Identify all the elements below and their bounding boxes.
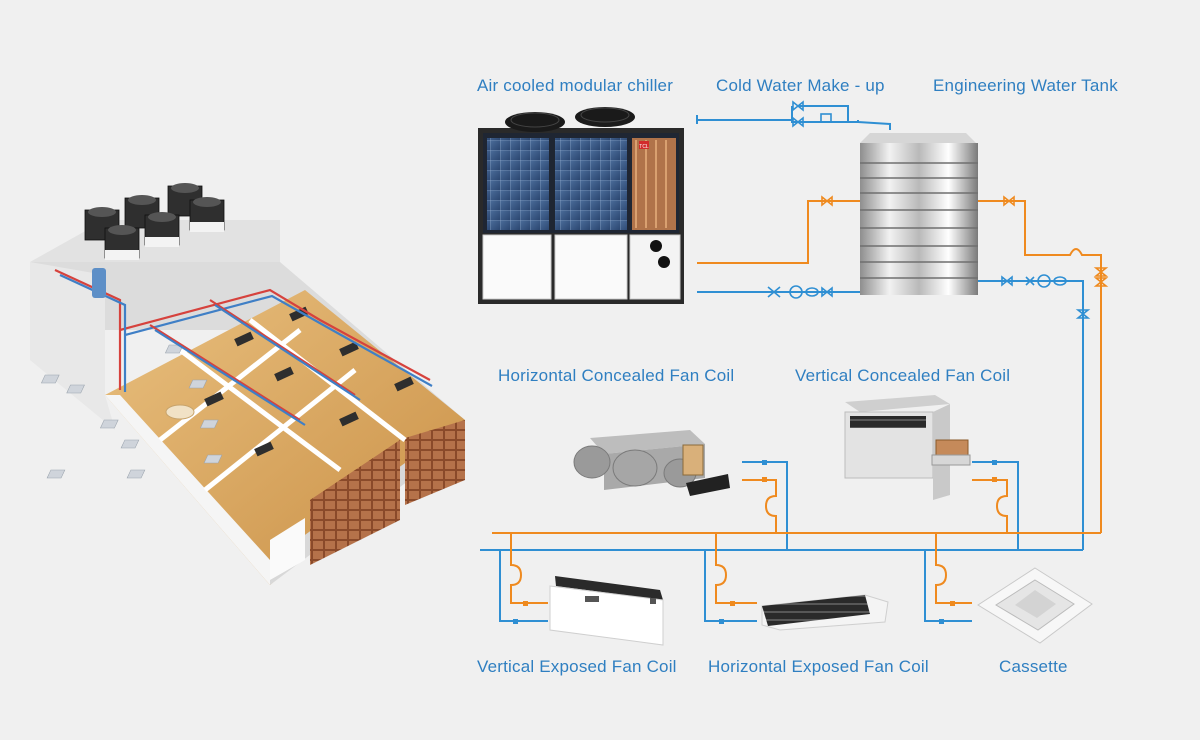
return-pipe-network [480, 105, 1084, 622]
engineering-water-tank [860, 133, 978, 295]
valve-icon [792, 100, 1109, 319]
label-vefc: Vertical Exposed Fan Coil [477, 657, 677, 676]
label-hcfc: Horizontal Concealed Fan Coil [498, 366, 735, 385]
orange-fitting-marks [523, 477, 997, 606]
pump-icon [767, 113, 1067, 299]
horizontal-concealed-fan-coil [573, 430, 730, 496]
horizontal-exposed-fan-coil [761, 594, 889, 631]
supply-pipe-network [492, 200, 1102, 604]
chiller-badge: TCL [639, 144, 649, 150]
fan-icon [510, 107, 630, 128]
vertical-concealed-fan-coil [844, 395, 971, 500]
building-illustration [30, 183, 465, 585]
air-cooled-modular-chiller: TCL [478, 107, 684, 304]
label-vcfc: Vertical Concealed Fan Coil [795, 366, 1011, 385]
label-cassette: Cassette [999, 657, 1068, 676]
label-hefc: Horizontal Exposed Fan Coil [708, 657, 929, 676]
label-tank: Engineering Water Tank [933, 76, 1118, 95]
label-makeup: Cold Water Make - up [716, 76, 885, 95]
vertical-exposed-fan-coil [549, 576, 664, 646]
filter-icon [513, 460, 997, 624]
rooftop-chiller-units [84, 183, 225, 260]
cassette-unit [977, 567, 1093, 644]
label-chiller: Air cooled modular chiller [477, 76, 674, 95]
